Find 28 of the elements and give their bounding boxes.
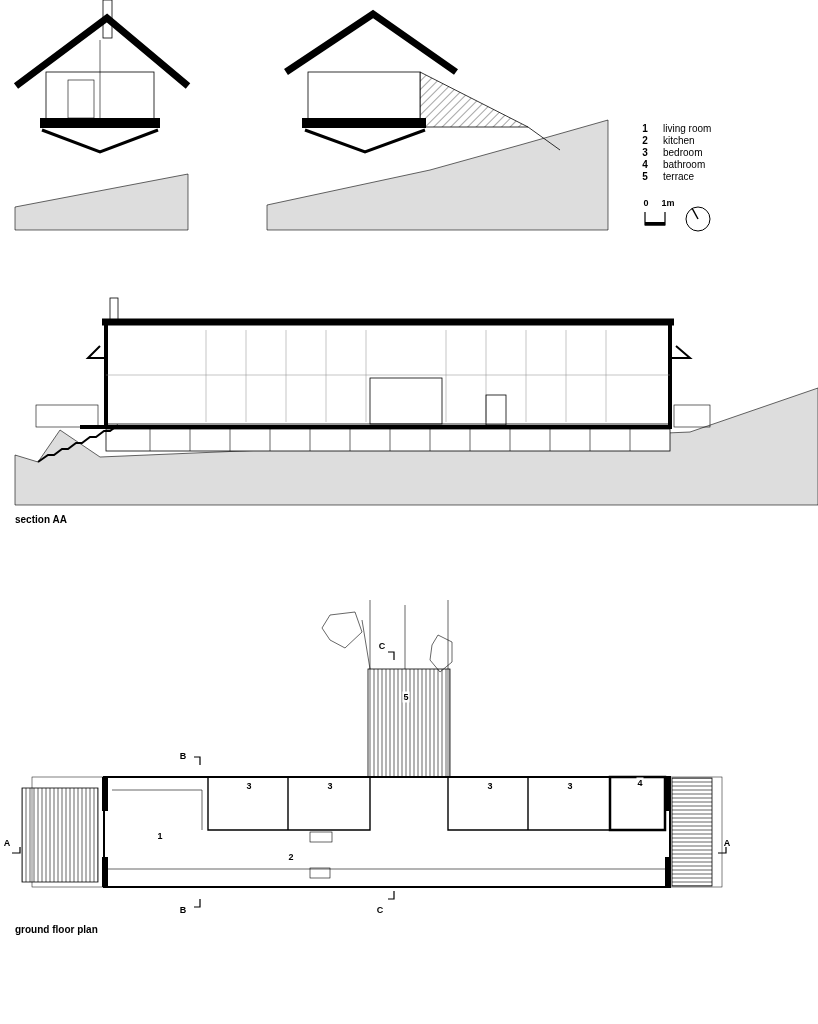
section-marker: A — [3, 838, 11, 848]
room-number: 5 — [402, 691, 410, 703]
panel-title: ground floor plan — [15, 925, 98, 935]
legend-number: 4 — [642, 160, 648, 170]
section-marker: A — [723, 838, 731, 848]
legend-text: bathroom — [663, 160, 706, 170]
room-number: 4 — [636, 777, 644, 789]
legend-number: 2 — [642, 136, 648, 146]
room-number: 3 — [566, 780, 574, 792]
legend-text: terrace — [663, 172, 695, 182]
legend-number: 1 — [642, 124, 648, 134]
scale-label: 0 — [643, 198, 649, 208]
room-number: 1 — [156, 830, 164, 842]
legend-text: bedroom — [663, 148, 703, 158]
scale-label: 1m — [661, 198, 675, 208]
room-number: 2 — [287, 851, 295, 863]
room-number: 3 — [245, 780, 253, 792]
section-marker: B — [179, 905, 187, 915]
section-marker: B — [179, 751, 187, 761]
legend-text: kitchen — [663, 136, 695, 146]
section-marker: C — [376, 905, 384, 915]
legend-number: 5 — [642, 172, 648, 182]
room-number: 3 — [326, 780, 334, 792]
section-marker: C — [378, 641, 386, 651]
panel-title: section AA — [15, 515, 67, 525]
room-number: 3 — [486, 780, 494, 792]
legend-text: living room — [663, 124, 712, 134]
legend-number: 3 — [642, 148, 648, 158]
